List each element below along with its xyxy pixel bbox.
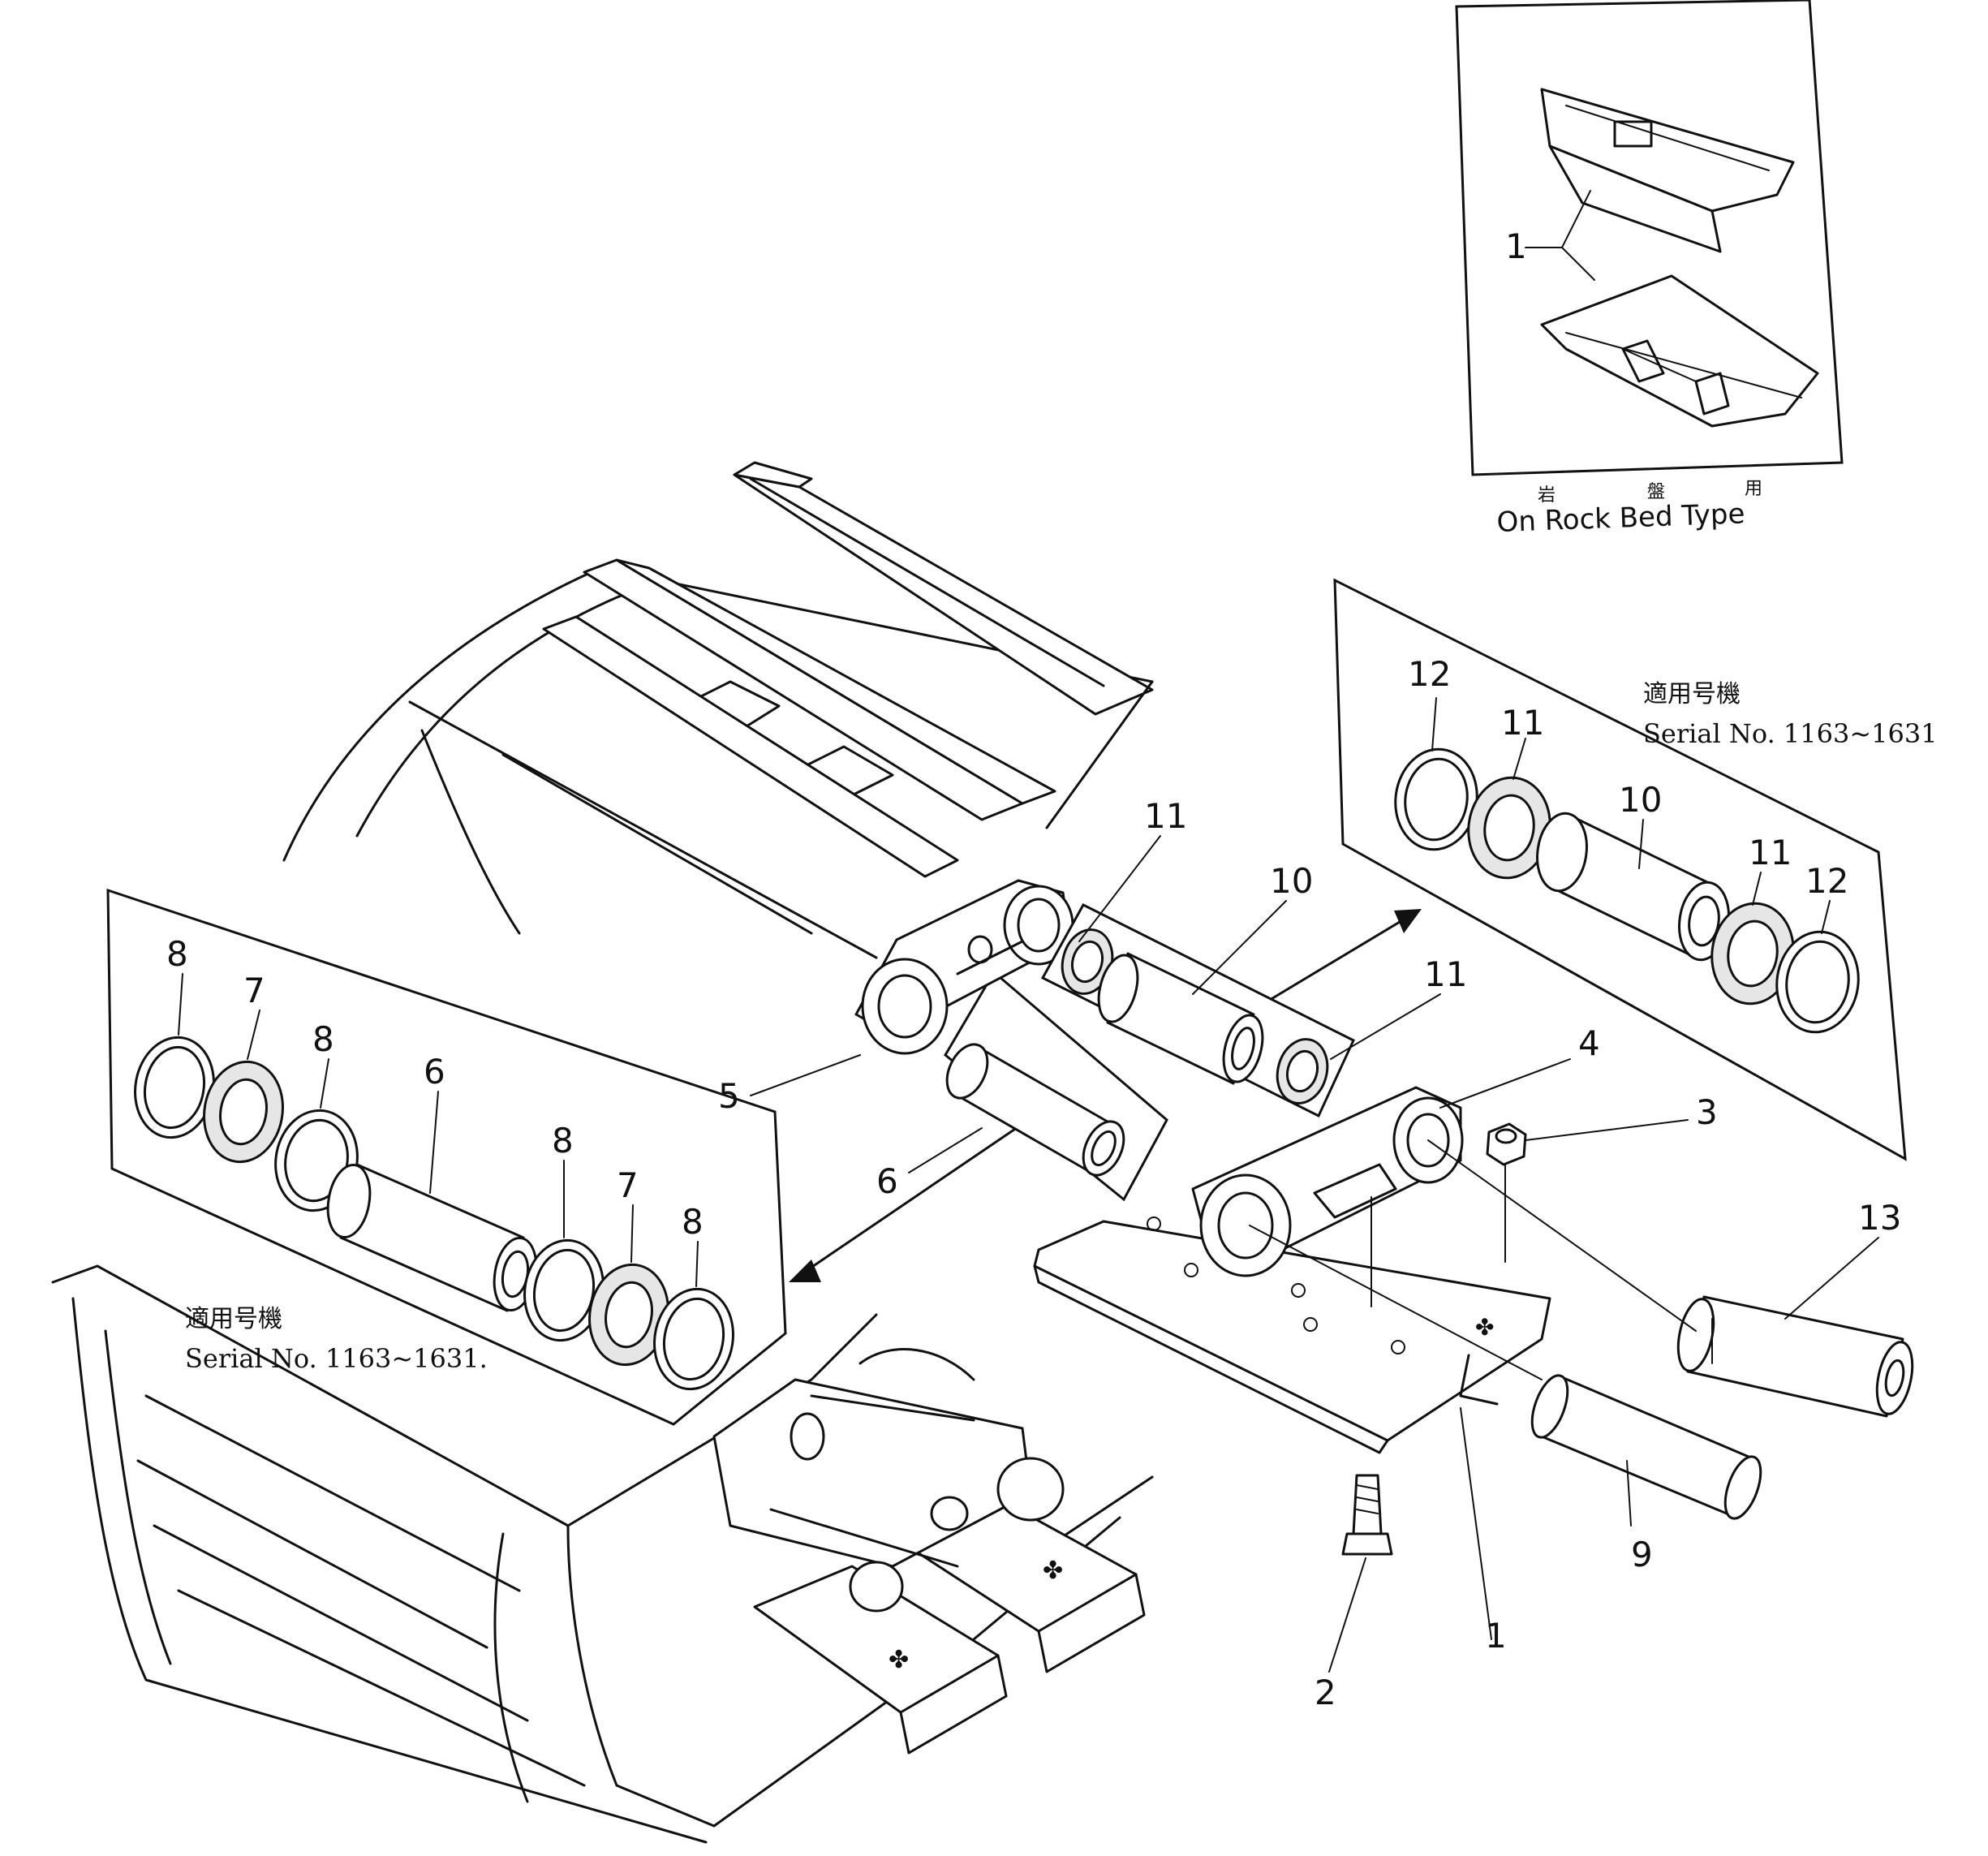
callout-nut: 3 — [1696, 1092, 1718, 1132]
left-callout-8b: 8 — [312, 1019, 334, 1059]
left-callout-6: 6 — [424, 1052, 445, 1092]
callout-link-left: 5 — [718, 1076, 740, 1116]
exploded-parts: ✤ — [718, 796, 1914, 1712]
right-callout-11a: 11 — [1501, 703, 1544, 743]
svg-text:✤: ✤ — [889, 1646, 909, 1674]
right-detail-panel: 適用号機 Serial No. 1163~1631 12 11 10 11 12 — [1333, 578, 1938, 1161]
right-callout-10: 10 — [1619, 780, 1662, 820]
callout-shoe: 1 — [1485, 1616, 1507, 1656]
callout-bolt: 2 — [1315, 1673, 1336, 1712]
left-callout-8c: 8 — [552, 1121, 574, 1161]
callout-seal-mid: 11 — [1144, 796, 1187, 836]
callout-seal-mid-right: 11 — [1424, 954, 1467, 994]
inset-label-char-1: 岩 — [1538, 485, 1556, 506]
left-callout-7b: 7 — [617, 1165, 639, 1205]
inset-label-char-3: 用 — [1745, 479, 1762, 499]
callout-pin-master: 13 — [1858, 1198, 1901, 1238]
right-callout-12a: 12 — [1408, 654, 1451, 694]
right-applicable-jp: 適用号機 — [1643, 680, 1741, 708]
svg-text:✤: ✤ — [1475, 1314, 1494, 1341]
right-callout-11b: 11 — [1749, 833, 1792, 872]
left-applicable-jp: 適用号機 — [185, 1305, 282, 1333]
inset-label-char-2: 盤 — [1647, 482, 1665, 502]
callout-link-right: 4 — [1578, 1023, 1600, 1063]
right-callout-12b: 12 — [1805, 861, 1848, 901]
inset-rock-bed-type: 1 岩 盤 用 On Rock Bed Type — [1455, 0, 1844, 539]
callout-bushing-left: 6 — [876, 1161, 898, 1201]
left-detail-panel: 適用号機 Serial No. 1163~1631. 8 7 — [106, 888, 787, 1426]
inset-label: On Rock Bed Type — [1496, 497, 1745, 539]
left-serial-label: Serial No. 1163~1631. — [185, 1343, 488, 1374]
svg-text:✤: ✤ — [1043, 1557, 1063, 1585]
left-callout-8a: 8 — [166, 934, 188, 974]
inset-part-number: 1 — [1505, 226, 1527, 266]
right-serial-label: Serial No. 1163~1631 — [1643, 718, 1938, 749]
callout-pin-lower: 9 — [1631, 1535, 1653, 1574]
track-assembly: ✤ ✤ — [51, 461, 1154, 1844]
left-callout-7a: 7 — [243, 971, 265, 1010]
callout-pin-mid: 10 — [1270, 861, 1313, 901]
left-callout-8d: 8 — [682, 1202, 704, 1242]
